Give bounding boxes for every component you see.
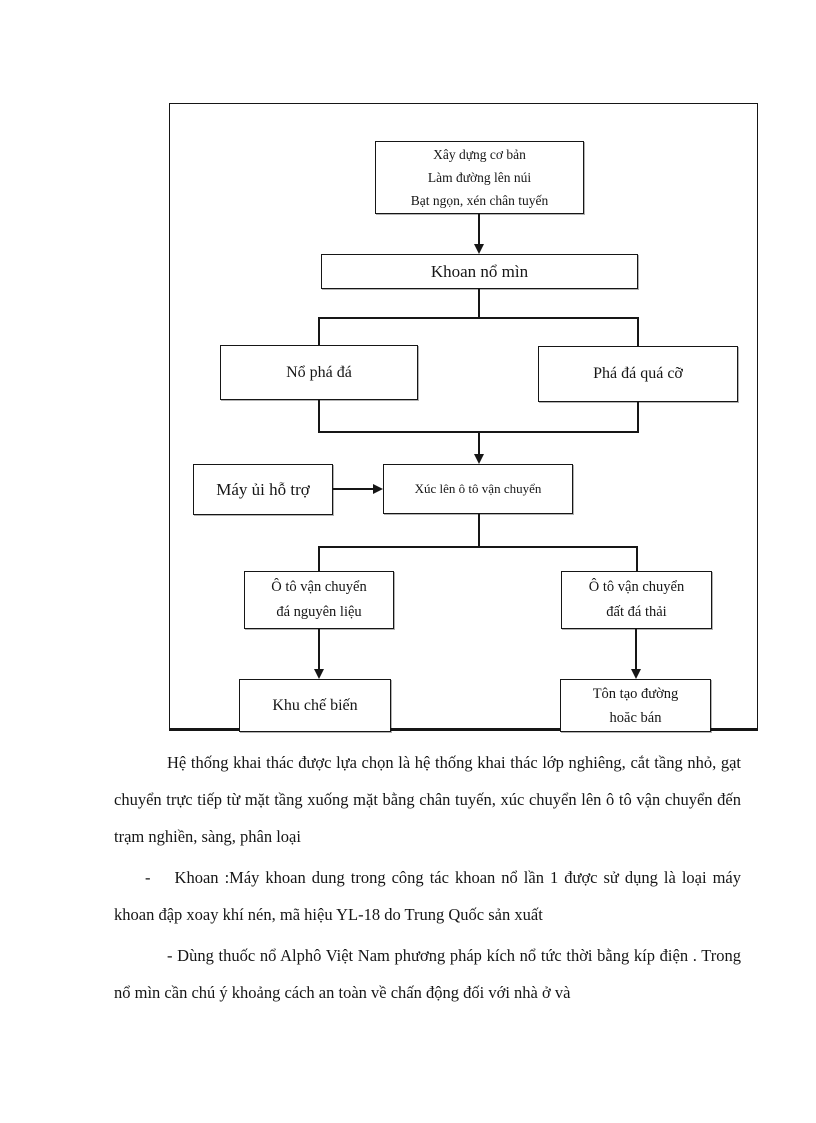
node-label: Xúc lên ô tô vận chuyển <box>414 481 542 496</box>
connector-line <box>636 546 638 571</box>
node-line: Làm đường lên núi <box>427 170 532 185</box>
node-line: Ô tô vận chuyển <box>271 579 367 595</box>
flowchart-node-truck-loading: Xúc lên ô tô vận chuyển <box>383 464 573 514</box>
paragraph-mining-system: Hệ thống khai thác được lựa chọn là hệ t… <box>114 753 741 846</box>
node-label: Phá đá quá cỡ <box>593 365 683 382</box>
paragraph-drilling: - Khoan :Máy khoan dung trong công tác k… <box>114 868 741 924</box>
connector-line <box>478 431 480 455</box>
body-text: Hệ thống khai thác được lựa chọn là hệ t… <box>114 744 741 1015</box>
connector-line <box>635 629 637 670</box>
arrowhead-down-icon <box>474 454 484 464</box>
connector-line <box>478 514 480 546</box>
connector-line <box>637 402 639 431</box>
node-line: Tôn tạo đường <box>592 685 679 702</box>
connector-line <box>478 289 480 317</box>
flowchart-node-construction: Xây dựng cơ bản Làm đường lên núi Bạt ng… <box>375 141 584 214</box>
node-label: Nổ phá đá <box>286 363 352 381</box>
connector-line <box>478 214 480 245</box>
node-line: đá nguyên liệu <box>276 604 362 620</box>
node-line: Bạt ngọn, xén chân tuyến <box>410 193 549 208</box>
flowchart-node-blasting: Nổ phá đá <box>220 345 418 400</box>
paragraph-explosive: - Dùng thuốc nổ Alphô Việt Nam phương ph… <box>114 946 741 1002</box>
arrowhead-down-icon <box>474 244 484 254</box>
connector-line <box>318 317 320 345</box>
flowchart-node-truck-ore: Ô tô vận chuyển đá nguyên liệu <box>244 571 394 629</box>
arrowhead-right-icon <box>373 484 383 494</box>
flowchart-node-oversize-breaking: Phá đá quá cỡ <box>538 346 738 402</box>
node-label: Máy ủi hỗ trợ <box>216 479 310 499</box>
flowchart-node-road-or-sell: Tôn tạo đường hoăc bán <box>560 679 711 732</box>
connector-line <box>318 546 320 571</box>
arrowhead-down-icon <box>314 669 324 679</box>
connector-line <box>333 488 374 490</box>
node-line: hoăc bán <box>609 709 662 726</box>
connector-line <box>318 400 320 431</box>
node-line: Xây dựng cơ bản <box>433 147 526 162</box>
connector-line <box>318 629 320 670</box>
flowchart-node-drilling: Khoan nổ mìn <box>321 254 638 289</box>
flowchart-frame: Xây dựng cơ bản Làm đường lên núi Bạt ng… <box>169 103 758 732</box>
flowchart-node-processing-area: Khu chế biến <box>239 679 391 732</box>
connector-line <box>637 317 639 346</box>
flowchart-node-truck-waste: Ô tô vận chuyển đất đá thải <box>561 571 712 629</box>
connector-line <box>318 546 638 548</box>
connector-line <box>318 317 639 319</box>
arrowhead-down-icon <box>631 669 641 679</box>
node-line: Ô tô vận chuyển <box>588 579 685 595</box>
node-label: Khoan nổ mìn <box>430 261 529 281</box>
flowchart-node-bulldozer-support: Máy ủi hỗ trợ <box>193 464 333 515</box>
node-label: Khu chế biến <box>272 696 358 714</box>
node-line: đất đá thải <box>606 604 667 620</box>
